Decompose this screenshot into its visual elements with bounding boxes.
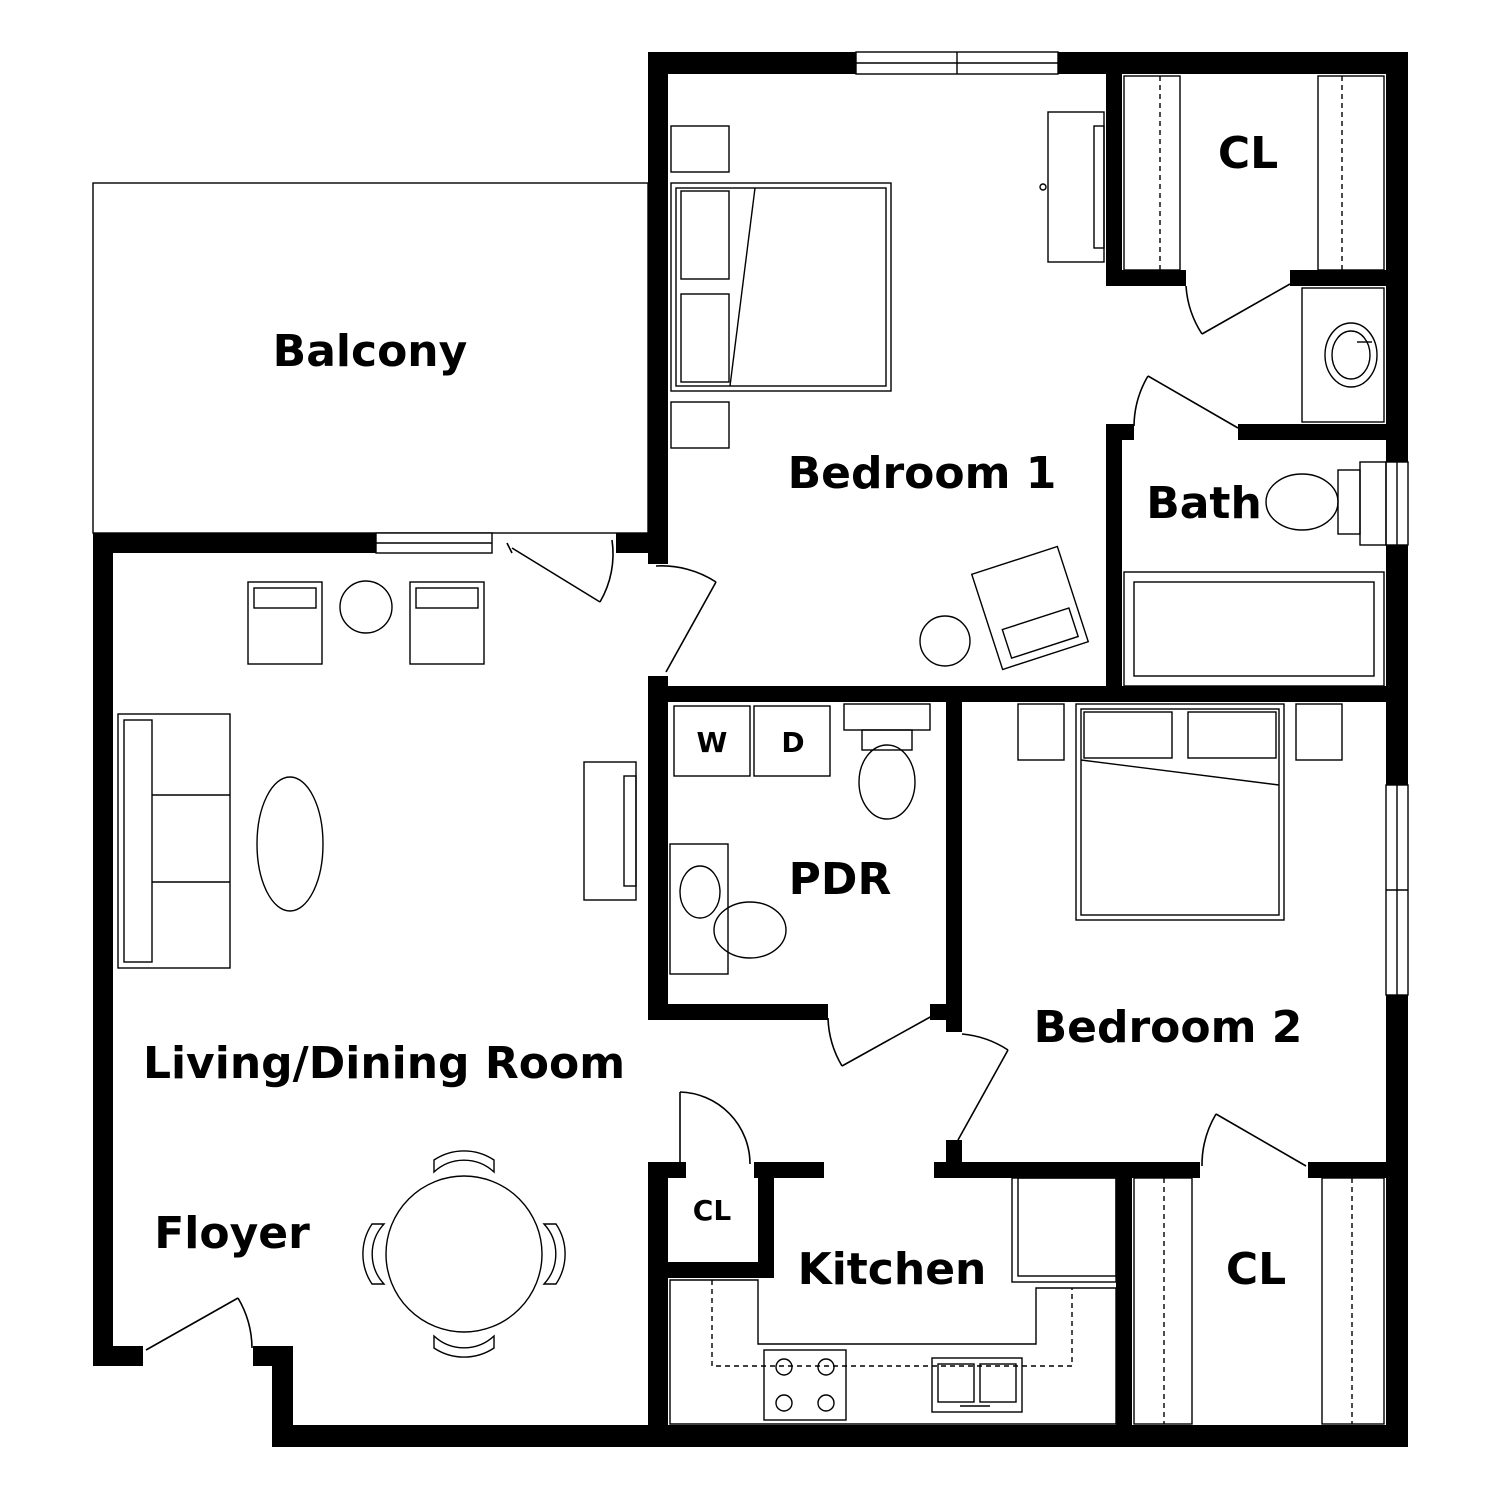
room-labels: Balcony Bedroom 1 CL Bath W D PDR Bedroo…: [143, 128, 1302, 1295]
bath-label: Bath: [1146, 478, 1262, 529]
armchair-left: [247, 581, 323, 665]
coffee-table: [256, 776, 324, 912]
bedroom1-label: Bedroom 1: [788, 448, 1057, 499]
bed2: [1075, 703, 1285, 921]
closet-top-shelves: [1123, 75, 1385, 271]
dresser: [1047, 111, 1105, 263]
foyer-label: Floyer: [154, 1208, 310, 1259]
armchair: [970, 545, 1090, 671]
kitchen-label: Kitchen: [798, 1244, 987, 1295]
dining-chair-top: [433, 1150, 495, 1174]
bedroom1-furniture: [670, 111, 1105, 671]
closet-small-label: CL: [693, 1194, 732, 1227]
bathtub: [1123, 571, 1385, 687]
pdr-toilet-2: [713, 901, 787, 959]
bedroom2-furniture: [1017, 703, 1343, 921]
bath-sink: [1324, 322, 1378, 388]
dining-table: [385, 1175, 543, 1333]
windows: [375, 51, 1409, 996]
counter: [669, 1279, 1117, 1425]
washer-label: W: [697, 726, 728, 759]
living-furniture: [117, 580, 637, 1358]
dining-chair-bottom: [433, 1334, 495, 1358]
dining-chair-right: [542, 1223, 566, 1285]
interior-walls: [648, 74, 1408, 1447]
pdr-label: PDR: [789, 854, 892, 905]
living-dining-label: Living/Dining Room: [143, 1038, 625, 1089]
bedroom2-label: Bedroom 2: [1034, 1002, 1303, 1053]
side-table: [919, 615, 971, 667]
dryer-label: D: [781, 726, 804, 759]
doors: [145, 283, 1307, 1351]
sofa: [117, 713, 231, 969]
washer: [673, 705, 751, 777]
dryer: [753, 705, 831, 777]
closet-bottom-shelves: [1133, 1177, 1385, 1425]
closet-top-label: CL: [1218, 128, 1278, 179]
kitchen-sink: [931, 1357, 1023, 1413]
bath-toilet: [1265, 473, 1339, 531]
closet-bottom-label: CL: [1226, 1244, 1286, 1295]
round-side-table: [339, 580, 393, 634]
tv-stand: [583, 761, 637, 901]
dining-chair-left: [362, 1223, 386, 1285]
pdr-toilet: [858, 744, 916, 820]
balcony-label: Balcony: [273, 326, 468, 377]
bed: [670, 182, 892, 392]
pdr-sink: [679, 865, 721, 919]
stove: [763, 1349, 847, 1421]
pdr-fixtures: [669, 703, 931, 975]
bath-fixtures: [1123, 287, 1387, 687]
kitchen-fixtures: [669, 1177, 1117, 1425]
armchair-right: [409, 581, 485, 665]
fridge: [1011, 1177, 1117, 1283]
